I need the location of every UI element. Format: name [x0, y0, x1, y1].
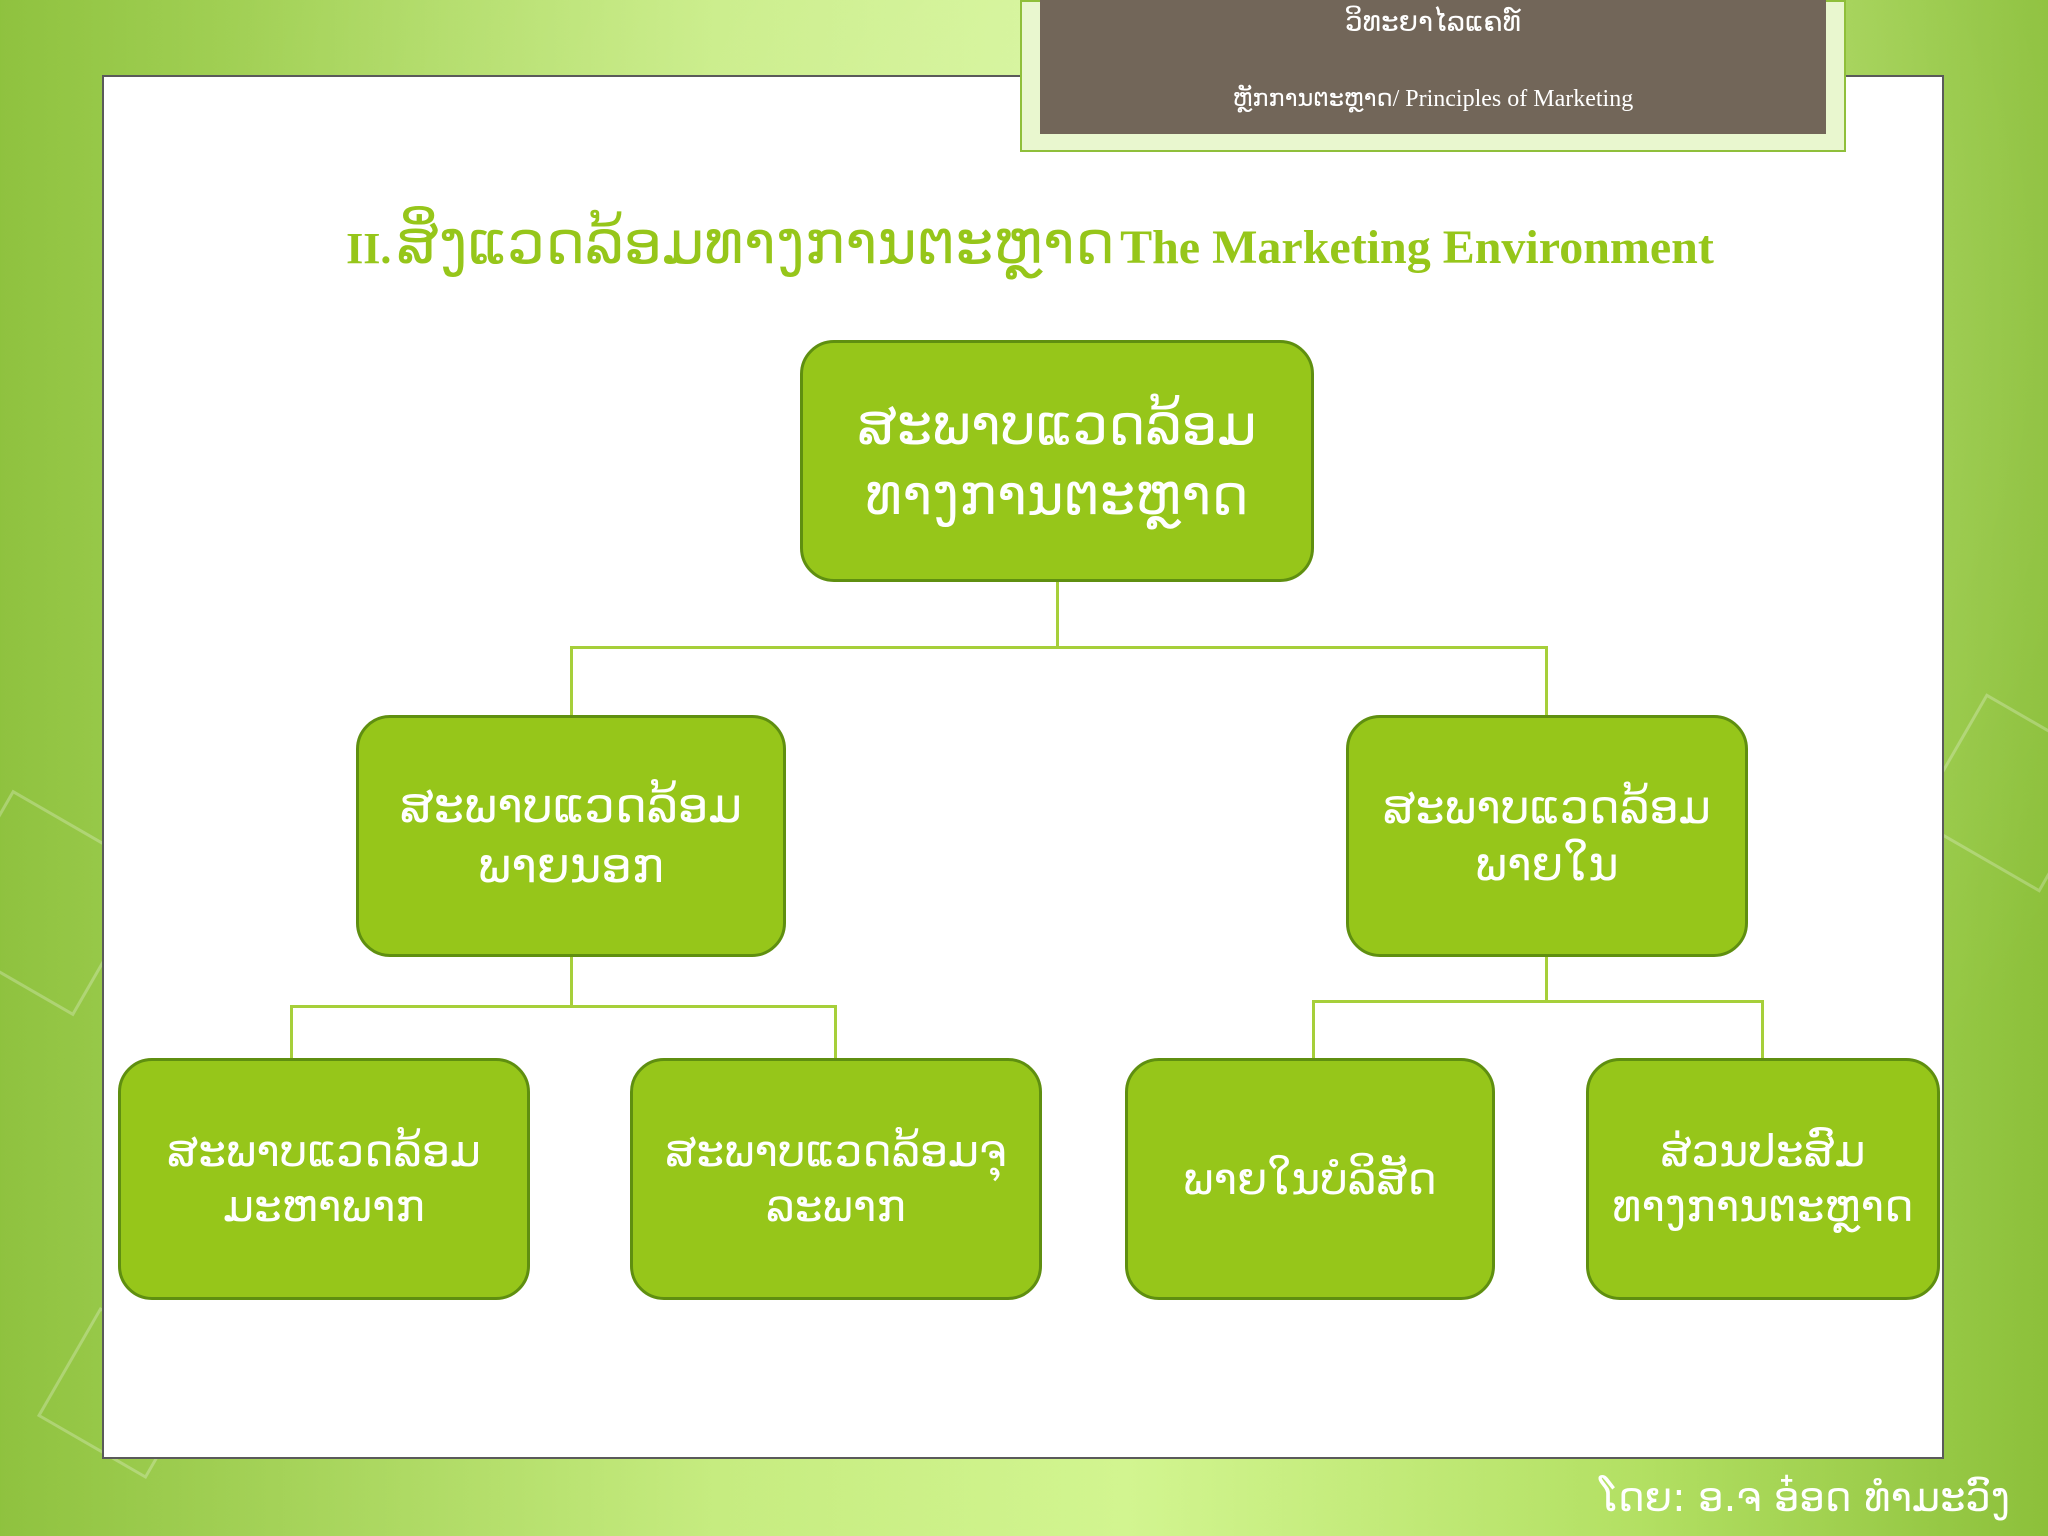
- node-label: ສະພາບແວດລ້ອມພາຍນອກ: [399, 778, 743, 894]
- author-credit: ໂດຍ: ອ.ຈ ອ໋ອດ ທຳມະວົງ: [1599, 1475, 2010, 1521]
- node-internal-environment: ສະພາບແວດລ້ອມພາຍໃນ: [1346, 715, 1748, 957]
- node-inside-company: ພາຍໃນບໍລິສັດ: [1125, 1058, 1495, 1300]
- header-panel: [1040, 0, 1826, 134]
- node-label: ສ່ວນປະສົມທາງການຕະຫຼາດ: [1612, 1126, 1914, 1232]
- node-label: ສະພາບແວດລ້ອມຈຸລະພາກ: [665, 1126, 1007, 1232]
- node-label: ສະພາບແວດລ້ອມພາຍໃນ: [1383, 779, 1711, 892]
- node-marketing-mix: ສ່ວນປະສົມທາງການຕະຫຼາດ: [1586, 1058, 1940, 1300]
- connector-root-down: [1056, 580, 1059, 648]
- node-macro-environment: ສະພາບແວດລ້ອມມະຫາພາກ: [118, 1058, 530, 1300]
- college-name: ວິທະຍາໄລແຄທ໌: [1344, 5, 1522, 38]
- node-label: ສະພາບແວດລ້ອມມະຫາພາກ: [167, 1126, 481, 1232]
- node-external-environment: ສະພາບແວດລ້ອມພາຍນອກ: [356, 715, 786, 957]
- node-marketing-environment: ສະພາບແວດລ້ອມທາງການຕະຫຼາດ: [800, 340, 1314, 582]
- slide-title: II. ສິ່ງແວດລ້ອມທາງການຕະຫຼາດ The Marketin…: [170, 208, 1890, 298]
- title-english: The Marketing Environment: [1120, 221, 1714, 274]
- course-name-english: / Principles of Marketing: [1392, 86, 1634, 112]
- connector-level1-bar: [570, 646, 1548, 649]
- node-label: ພາຍໃນບໍລິສັດ: [1183, 1153, 1437, 1205]
- connector-to-micro: [834, 1005, 837, 1060]
- node-micro-environment: ສະພາບແວດລ້ອມຈຸລະພາກ: [630, 1058, 1042, 1300]
- connector-internal-down: [1545, 955, 1548, 1003]
- connector-external-down: [570, 955, 573, 1007]
- course-name: ຫຼັກການຕະຫຼາດ/ Principles of Marketing: [1040, 76, 1826, 120]
- connector-to-external: [570, 646, 573, 716]
- connector-to-internal: [1545, 646, 1548, 716]
- connector-to-macro: [290, 1005, 293, 1060]
- connector-internal-bar: [1312, 1000, 1764, 1003]
- node-label: ສະພາບແວດລ້ອມທາງການຕະຫຼາດ: [857, 393, 1257, 528]
- title-number: II.: [346, 224, 392, 273]
- course-name-lao: ຫຼັກການຕະຫຼາດ: [1232, 84, 1393, 112]
- connector-to-marketing-mix: [1761, 1000, 1764, 1060]
- connector-external-bar: [290, 1005, 837, 1008]
- title-lao: ສິ່ງແວດລ້ອມທາງການຕະຫຼາດ: [396, 208, 1115, 278]
- connector-to-inside-company: [1312, 1000, 1315, 1060]
